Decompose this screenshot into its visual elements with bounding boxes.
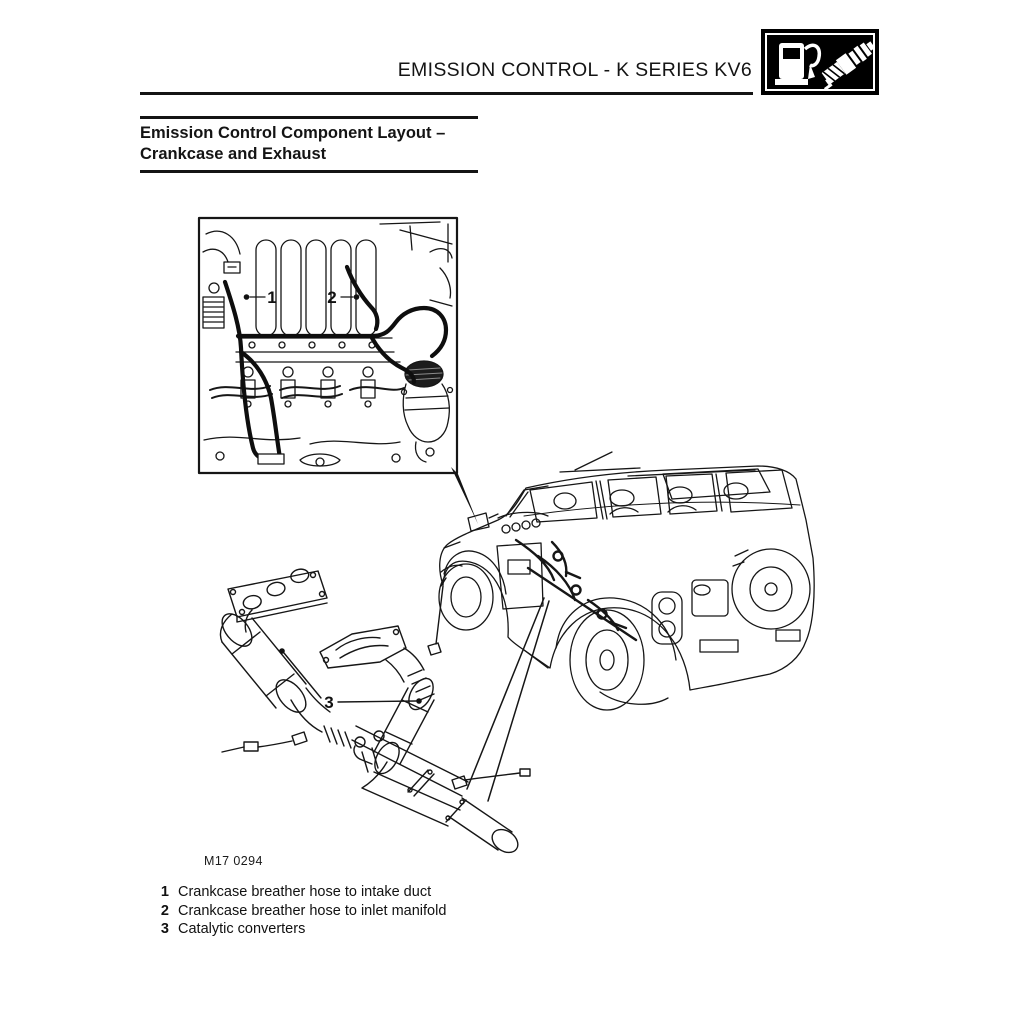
page-header-title: EMISSION CONTROL - K SERIES KV6 (397, 59, 752, 81)
section-rule-top (140, 116, 478, 119)
legend-item-3: 3 Catalytic converters (156, 920, 576, 939)
callout-1: 1 (243, 288, 277, 307)
svg-text:2: 2 (327, 288, 336, 307)
spark-plug-icon (821, 41, 876, 91)
badge-frame (765, 33, 875, 91)
legend-item-number: 2 (160, 902, 169, 919)
engine-bay-inset: 1 2 (197, 216, 459, 475)
callout-2: 2 (327, 288, 360, 307)
legend-item-text: Crankcase breather hose to inlet manifol… (178, 902, 447, 919)
fuel-pump-icon (775, 43, 822, 85)
location-leader-lines (466, 597, 550, 802)
svg-text:3: 3 (324, 693, 333, 712)
section-rule-bottom (140, 170, 478, 173)
legend-item-text: Catalytic converters (178, 921, 306, 937)
figure-code: M17 0294 (204, 854, 263, 868)
legend-item-1: 1 Crankcase breather hose to intake duct (156, 883, 576, 902)
callout-3: 3 (279, 648, 422, 712)
exhaust-illustration: 3 (219, 568, 531, 854)
chapter-icon-badge (761, 29, 879, 95)
underbody-detail (514, 538, 638, 642)
vehicle-illustration (438, 451, 815, 711)
legend-item-number: 1 (160, 884, 169, 900)
header-rule (140, 92, 753, 95)
inset-leader-wedge (451, 467, 478, 524)
section-title-line2: Crankcase and Exhaust (140, 145, 327, 163)
section-title: Emission Control Component Layout – Cran… (140, 123, 478, 165)
legend-item-number: 3 (160, 921, 169, 937)
section-title-line1: Emission Control Component Layout – (140, 124, 446, 142)
svg-text:1: 1 (267, 288, 276, 307)
figure-legend: 1 Crankcase breather hose to intake duct… (156, 883, 576, 939)
legend-item-text: Crankcase breather hose to intake duct (178, 884, 432, 900)
legend-item-2: 2 Crankcase breather hose to inlet manif… (156, 902, 576, 921)
